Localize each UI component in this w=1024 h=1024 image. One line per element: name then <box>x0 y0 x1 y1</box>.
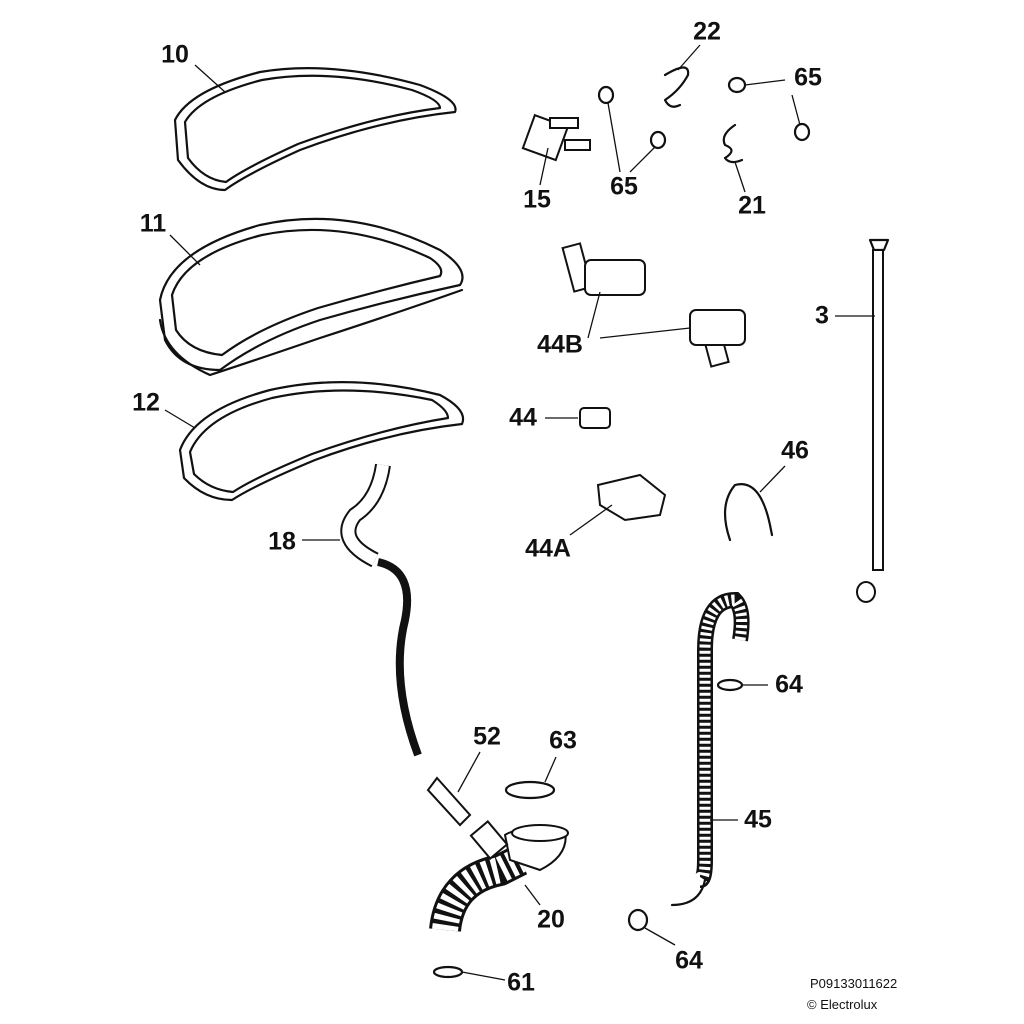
part-46-guide <box>723 483 774 542</box>
callout-44A: 44A <box>525 534 571 563</box>
callout-20: 20 <box>537 905 565 934</box>
callout-64: 64 <box>775 670 803 699</box>
callout-12: 12 <box>132 388 160 417</box>
part-44A-clip <box>596 473 667 522</box>
callout-64: 64 <box>675 946 703 975</box>
part-64-clip <box>627 908 649 932</box>
part-64-clip <box>716 678 744 692</box>
part-22-hose <box>663 66 690 108</box>
part-61-clamp <box>432 965 464 979</box>
part-3-rod <box>856 238 890 603</box>
diagram-code: P09133011622 <box>810 976 898 991</box>
part-65-ring <box>597 85 615 105</box>
callout-10: 10 <box>161 40 189 69</box>
callout-18: 18 <box>268 527 296 556</box>
part-10-seal <box>173 67 457 192</box>
callout-61: 61 <box>507 968 535 997</box>
part-21-hose <box>722 123 744 164</box>
callout-63: 63 <box>549 726 577 755</box>
copyright: © Electrolux <box>807 997 878 1012</box>
part-65-ring <box>727 76 747 94</box>
part-12-seal <box>178 381 465 502</box>
callout-46: 46 <box>781 436 809 465</box>
part-52-sensor <box>426 776 472 827</box>
callout-44: 44 <box>509 403 537 432</box>
part-15-valve <box>521 113 591 162</box>
part-45-drain-hose <box>670 591 750 907</box>
callout-65: 65 <box>610 172 638 201</box>
callout-52: 52 <box>473 722 501 751</box>
part-44-clip <box>579 407 611 429</box>
part-65-ring <box>793 122 811 142</box>
part-65-ring <box>649 130 667 150</box>
part-63-clamp <box>504 780 556 800</box>
part-11-frame <box>158 217 464 377</box>
part-44B-clamp <box>561 242 746 368</box>
callout-3: 3 <box>815 301 829 330</box>
callout-15: 15 <box>523 185 551 214</box>
callout-65: 65 <box>794 63 822 92</box>
callout-11: 11 <box>139 209 167 238</box>
part-18-hose <box>340 463 422 757</box>
callout-44B: 44B <box>537 330 583 359</box>
callout-45: 45 <box>744 805 772 834</box>
leader-lines <box>164 44 875 981</box>
callout-21: 21 <box>738 191 766 220</box>
part-20-sump-hose <box>429 820 569 933</box>
callout-22: 22 <box>693 17 721 46</box>
